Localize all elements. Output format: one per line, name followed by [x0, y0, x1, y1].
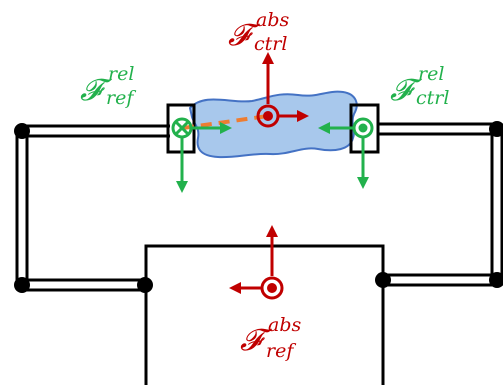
label-ctrl-rel-sup: rel	[418, 63, 444, 85]
label-ref-abs-sub: ref	[266, 340, 296, 362]
label-ref-rel-sup: rel	[108, 63, 134, 85]
ctrl-abs-dot	[263, 111, 273, 121]
base-box	[144, 244, 385, 385]
label-ref-rel: 𝓕 rel ref	[80, 63, 136, 109]
label-ctrl-abs-sup: abs	[256, 9, 289, 31]
label-ref-abs: 𝓕 abs ref	[240, 314, 301, 362]
joint-base-left	[137, 277, 153, 293]
label-ctrl-abs-sub: ctrl	[254, 33, 287, 55]
ref-abs-origin	[260, 276, 284, 300]
ctrl-rel-frame	[318, 117, 374, 189]
joint-left-top	[14, 123, 30, 139]
ref-abs-frame	[229, 225, 284, 300]
ctrl-rel-origin	[352, 117, 374, 139]
ctrl-rel-dot	[358, 123, 368, 133]
joints	[14, 121, 503, 293]
label-ctrl-rel-sub: ctrl	[416, 87, 449, 109]
joint-left-bottom	[14, 277, 30, 293]
joint-right-bottom	[489, 272, 503, 288]
left-linkage	[15, 124, 170, 292]
label-ref-abs-sup: abs	[268, 314, 301, 336]
ref-rel-frame	[171, 117, 232, 193]
right-linkage	[377, 122, 503, 287]
ref-abs-dot	[267, 283, 277, 293]
ctrl-abs-frame	[256, 52, 309, 128]
ref-rel-cross-b	[174, 120, 190, 136]
label-ctrl-abs: 𝓕 abs ctrl	[228, 9, 289, 55]
joint-base-right	[375, 272, 391, 288]
label-ref-rel-sub: ref	[106, 87, 136, 109]
ctrl-abs-origin	[256, 104, 280, 128]
ref-rel-origin	[171, 117, 193, 139]
joint-right-top	[489, 121, 503, 137]
label-ctrl-rel: 𝓕 rel ctrl	[390, 63, 449, 109]
